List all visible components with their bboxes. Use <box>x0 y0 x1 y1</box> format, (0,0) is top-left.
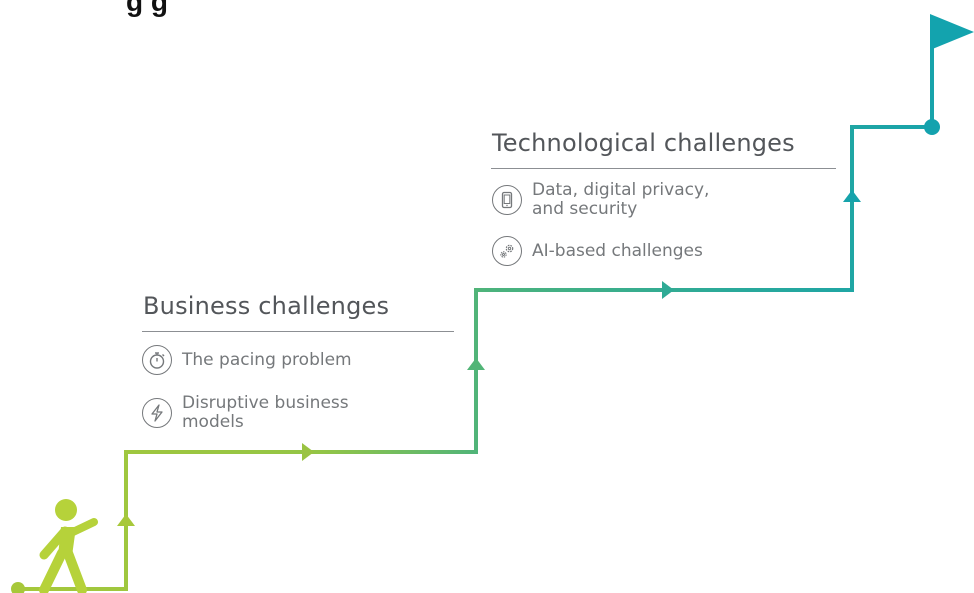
up-arrow-icon <box>843 190 861 202</box>
up-arrow-icon <box>467 358 485 370</box>
lightning-icon <box>142 398 172 428</box>
list-item: The pacing problem <box>142 345 352 375</box>
right-arrow-icon <box>662 281 674 299</box>
staircase-path <box>18 22 934 591</box>
section-title-business: Business challenges <box>143 292 390 320</box>
page-header: g g <box>126 0 168 17</box>
end-dot <box>924 119 940 135</box>
item-label: Data, digital privacy, and security <box>532 180 710 219</box>
item-label: The pacing problem <box>182 349 352 370</box>
section-divider <box>491 168 836 169</box>
section-title-technological: Technological challenges <box>492 129 795 157</box>
list-item: Disruptive business models <box>142 394 392 432</box>
section-divider <box>142 331 454 332</box>
item-label: Disruptive business models <box>182 393 349 432</box>
item-label: AI-based challenges <box>532 240 703 261</box>
stopwatch-icon <box>142 345 172 375</box>
flag-icon <box>930 14 974 50</box>
mobile-device-icon <box>492 185 522 215</box>
list-item: AI-based challenges <box>492 236 703 266</box>
right-arrow-icon <box>302 443 314 461</box>
up-arrow-icon <box>117 514 135 526</box>
start-dot <box>11 582 25 593</box>
gears-icon <box>492 236 522 266</box>
walking-person-icon <box>39 499 98 593</box>
list-item: Data, digital privacy, and security <box>492 181 742 219</box>
